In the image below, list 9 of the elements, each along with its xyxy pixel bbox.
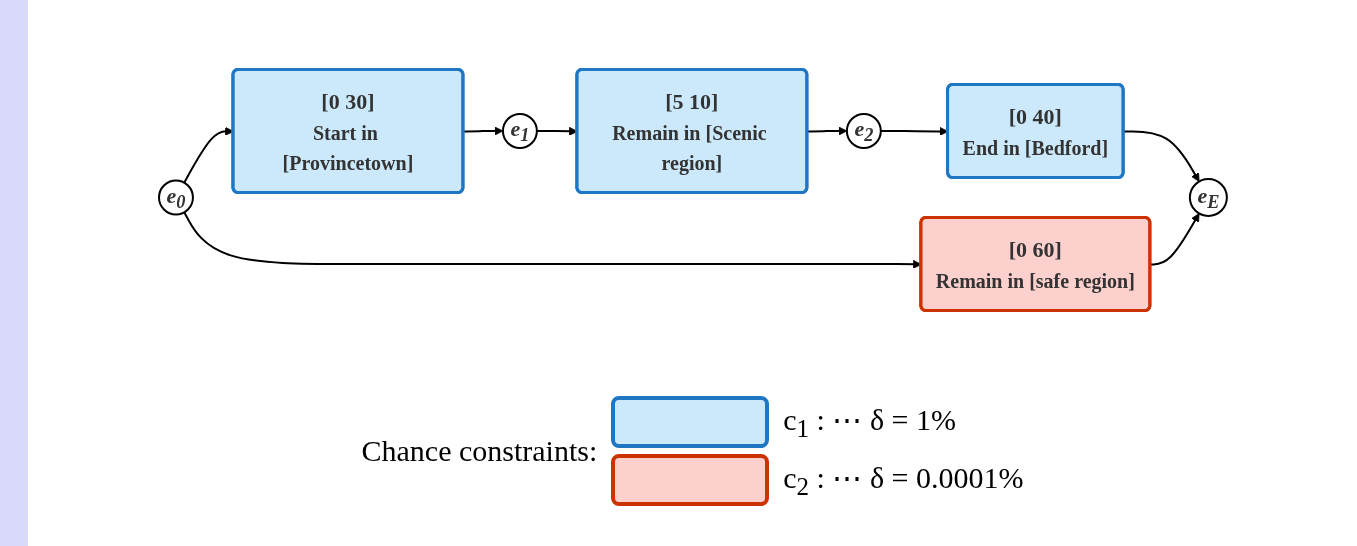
label-text: Chance constraints: xyxy=(361,434,598,467)
legend-text: c$_{2}$ : ⋯ δ = 0.0001% xyxy=(783,459,1024,501)
legend-text: c$_{1}$ : ⋯ δ = 1% xyxy=(783,401,956,443)
node-circle: e$_{E}$ xyxy=(1188,178,1228,217)
node-circle: e$_{2}$ xyxy=(845,113,882,149)
node-circle: e$_{1}$ xyxy=(501,113,538,149)
arrow xyxy=(1122,130,1200,182)
arrow xyxy=(462,126,503,136)
node-circle: e$_{0}$ xyxy=(157,179,194,216)
